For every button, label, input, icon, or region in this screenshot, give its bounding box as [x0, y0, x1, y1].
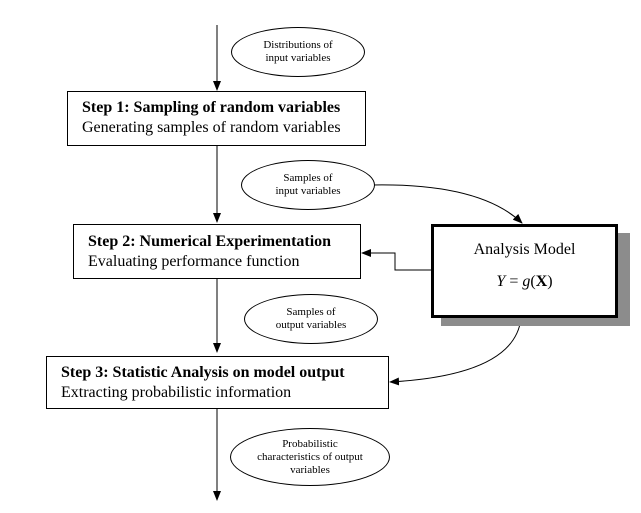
step1-title: Step 1: Sampling of random variables [82, 99, 341, 116]
arrow-model-to-step2 [361, 249, 431, 271]
step3-subtitle: Extracting probabilistic information [61, 384, 292, 401]
step3-box: Step 3: Statistic Analysis on model outp… [46, 356, 389, 409]
analysis-model-box: Analysis Model Y = g(X) [431, 224, 618, 318]
step2-subtitle: Evaluating performance function [88, 253, 300, 270]
input-samples-ellipse: Samples of input variables [241, 160, 375, 210]
eq-equals: = [505, 273, 523, 290]
arrow-inputs-to-model [371, 184, 523, 224]
analysis-model-equation: Y = g(X) [434, 273, 615, 291]
eq-x: X [535, 273, 548, 290]
distributions-ellipse: Distributions of input variables [231, 27, 365, 77]
output-samples-label: Samples of output variables [275, 306, 347, 331]
distributions-label: Distributions of input variables [263, 39, 333, 64]
step1-box: Step 1: Sampling of random variables Gen… [67, 91, 366, 146]
eq-close: ) [547, 273, 553, 290]
step2-title: Step 2: Numerical Experimentation [88, 233, 332, 250]
arrow-model-to-step3 [389, 317, 522, 386]
analysis-model-title: Analysis Model [473, 241, 576, 258]
eq-open: ( [530, 273, 536, 290]
eq-g: g [522, 273, 531, 290]
probabilistic-label: Probabilistic characteristics of output … [257, 437, 363, 476]
step2-box: Step 2: Numerical Experimentation Evalua… [73, 224, 361, 279]
probabilistic-ellipse: Probabilistic characteristics of output … [230, 428, 390, 486]
input-samples-label: Samples of input variables [275, 172, 341, 197]
output-samples-ellipse: Samples of output variables [244, 294, 378, 344]
eq-y: Y [496, 273, 506, 290]
step3-title: Step 3: Statistic Analysis on model outp… [61, 364, 345, 381]
step1-subtitle: Generating samples of random variables [82, 119, 341, 136]
